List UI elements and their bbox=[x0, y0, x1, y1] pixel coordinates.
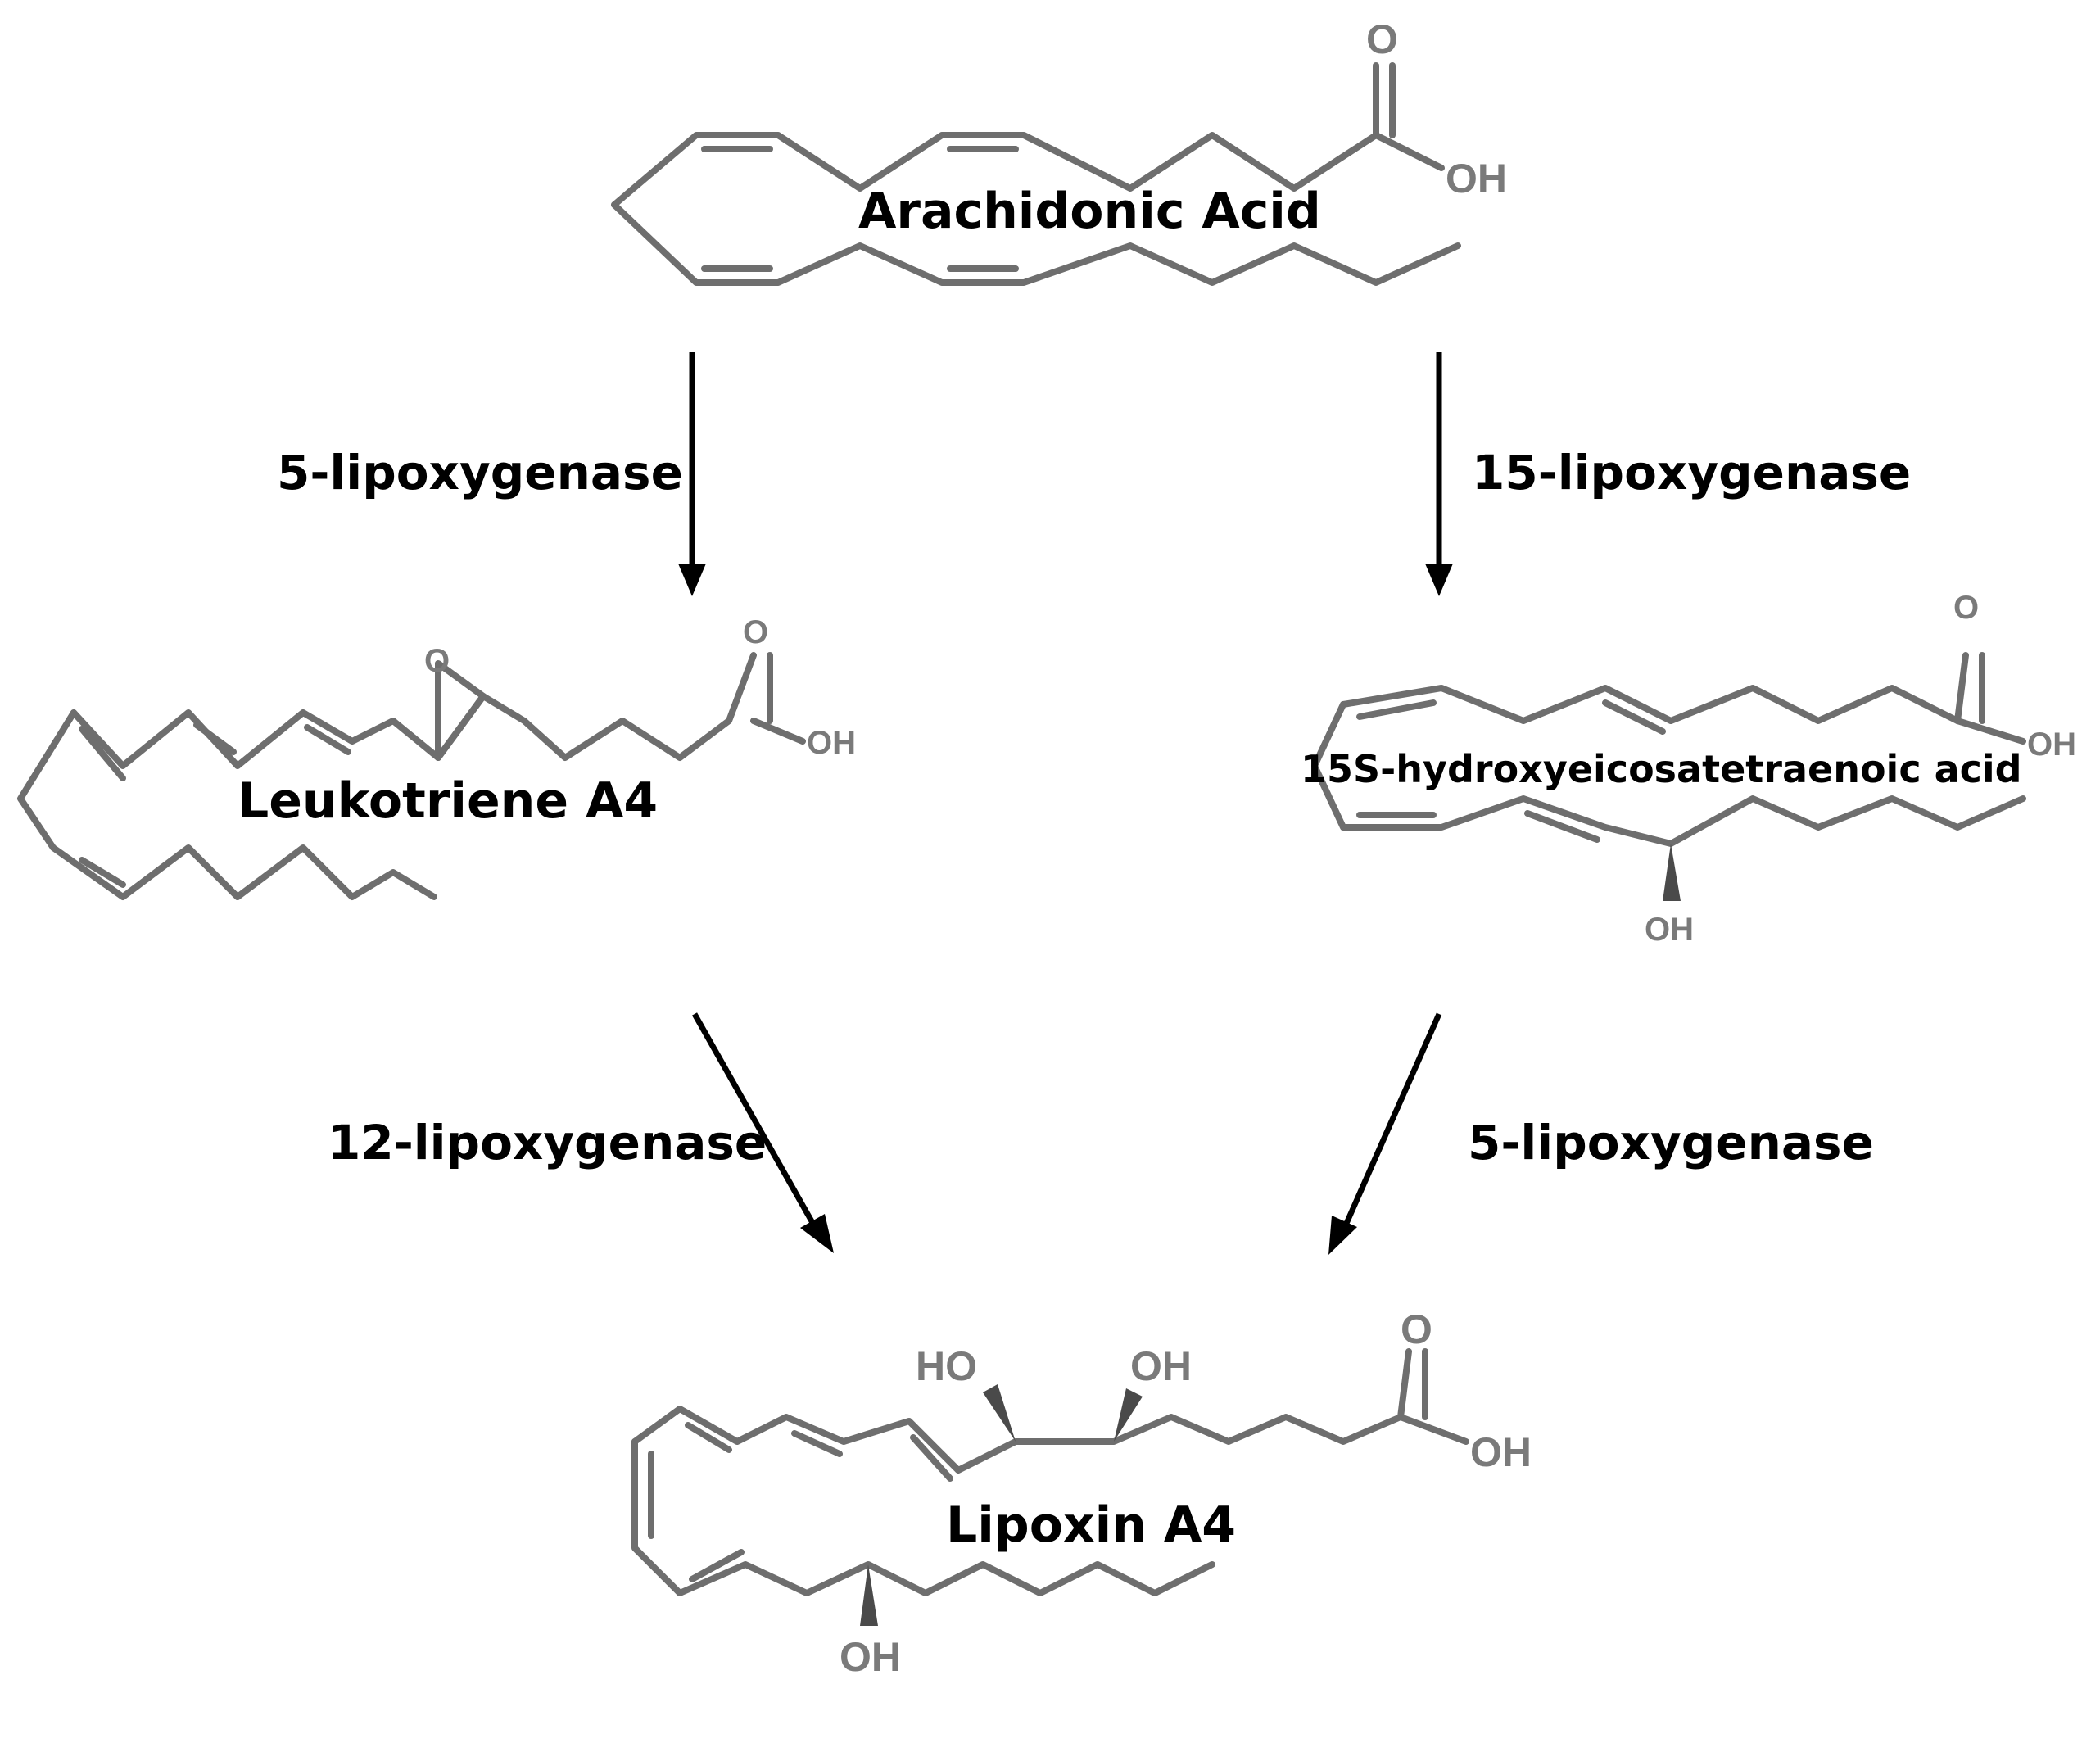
hete-stereo-wedge bbox=[1663, 844, 1681, 901]
arrow-aa-to-hete bbox=[1425, 352, 1453, 596]
enzyme-label-5-lipoxygenase-bottom: 5-lipoxygenase bbox=[1468, 1115, 1874, 1170]
15s-hete-label: 15S-hydroxyeicosatetraenoic acid bbox=[1301, 747, 2022, 791]
arrow-aa-to-lta4 bbox=[678, 352, 706, 596]
aa-hydroxyl: OH bbox=[1446, 156, 1507, 201]
arachidonic-acid-label: Arachidonic Acid bbox=[858, 183, 1321, 240]
lxa4-stereo-wedge-15 bbox=[860, 1564, 878, 1626]
lxa4-hydroxyl-6: OH bbox=[1130, 1343, 1192, 1389]
hete-carbonyl-oxygen: O bbox=[1953, 590, 1979, 626]
leukotriene-a4-structure: O O OH bbox=[17, 614, 856, 900]
hete-hydroxyl-acid: OH bbox=[2027, 727, 2076, 763]
lxa4-hydroxyl-acid: OH bbox=[1470, 1429, 1532, 1475]
hete-hydroxyl-15: OH bbox=[1645, 912, 1694, 948]
arachidonic-acid-structure: O OH bbox=[611, 16, 1507, 286]
arrow-lta4-to-lxa4 bbox=[691, 1012, 834, 1253]
enzyme-label-15-lipoxygenase: 15-lipoxygenase bbox=[1472, 445, 1911, 500]
lxa4-stereo-wedge-5 bbox=[983, 1384, 1016, 1442]
leukotriene-a4-label: Leukotriene A4 bbox=[238, 772, 658, 830]
enzyme-label-5-lipoxygenase-top: 5-lipoxygenase bbox=[277, 445, 683, 500]
lipoxin-a4-structure: HO OH O OH OH bbox=[631, 1306, 1532, 1680]
enzyme-label-12-lipoxygenase: 12-lipoxygenase bbox=[328, 1115, 767, 1170]
15s-hete-structure: O OH OH bbox=[1311, 590, 2076, 948]
lta4-hydroxyl: OH bbox=[807, 725, 856, 761]
lxa4-carbonyl-oxygen: O bbox=[1401, 1306, 1432, 1352]
lxa4-stereo-wedge-6 bbox=[1114, 1388, 1143, 1442]
lta4-carbonyl-oxygen: O bbox=[743, 614, 768, 650]
lta4-epoxide-oxygen: O bbox=[424, 643, 450, 679]
lxa4-hydroxyl-5: HO bbox=[916, 1343, 977, 1389]
lxa4-hydroxyl-15: OH bbox=[840, 1634, 901, 1680]
lipoxin-a4-label: Lipoxin A4 bbox=[946, 1496, 1236, 1554]
arrow-hete-to-lxa4 bbox=[1328, 1012, 1442, 1255]
aa-carbonyl-oxygen: O bbox=[1366, 16, 1398, 62]
